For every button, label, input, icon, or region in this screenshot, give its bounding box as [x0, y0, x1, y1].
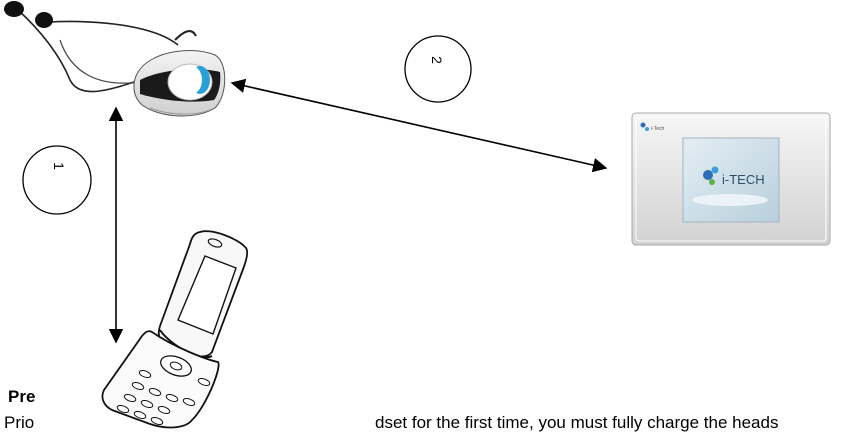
step-circle-2: 2: [405, 36, 471, 102]
bluetooth-headset-icon: [4, 1, 225, 116]
section-heading-fragment: Pre: [8, 387, 35, 407]
step-circle-1: 1: [23, 146, 91, 214]
phone-device: [102, 231, 247, 427]
body-text-right-fragment: dset for the first time, you must fully …: [375, 413, 778, 433]
body-text-left-fragment: Prio: [4, 413, 34, 433]
hub-brand-label: i-TECH: [722, 172, 765, 187]
hub-device: i-TECH i-Tech: [632, 113, 830, 245]
flip-phone-icon: [102, 231, 247, 427]
step-number-2: 2: [429, 56, 445, 64]
hub-corner-label: i-Tech: [651, 126, 665, 132]
headset-device: [4, 1, 225, 116]
itech-base-unit-icon: i-TECH i-Tech: [632, 113, 830, 245]
step-number-1: 1: [51, 162, 67, 170]
